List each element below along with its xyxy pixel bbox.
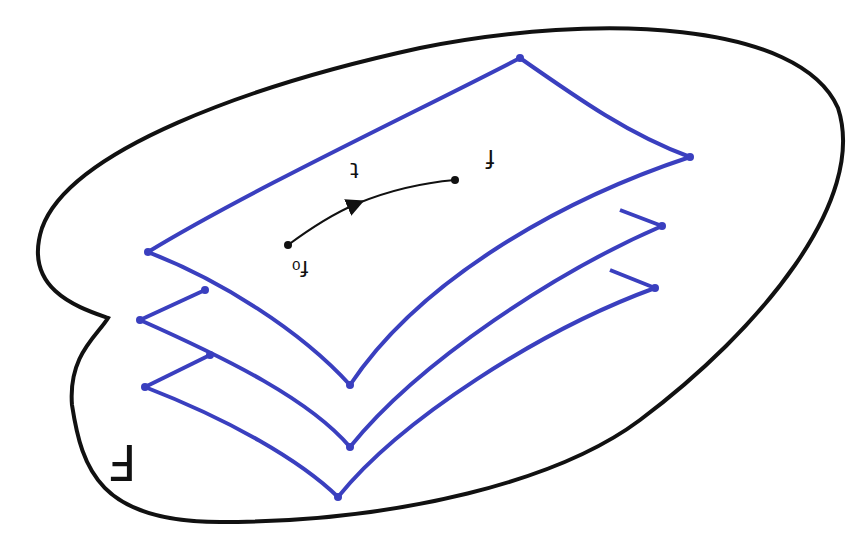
space-label: F — [108, 437, 137, 487]
space-outline — [38, 28, 843, 522]
start-point — [284, 241, 292, 249]
flow-curve — [288, 204, 356, 245]
end-point — [451, 176, 459, 184]
point-label: f₀ — [292, 257, 309, 279]
flow-curve — [356, 180, 455, 204]
leaf-sheets — [140, 58, 690, 497]
sheet-corners — [136, 54, 694, 501]
time-label: t — [350, 159, 359, 181]
point-label: f — [486, 146, 494, 170]
